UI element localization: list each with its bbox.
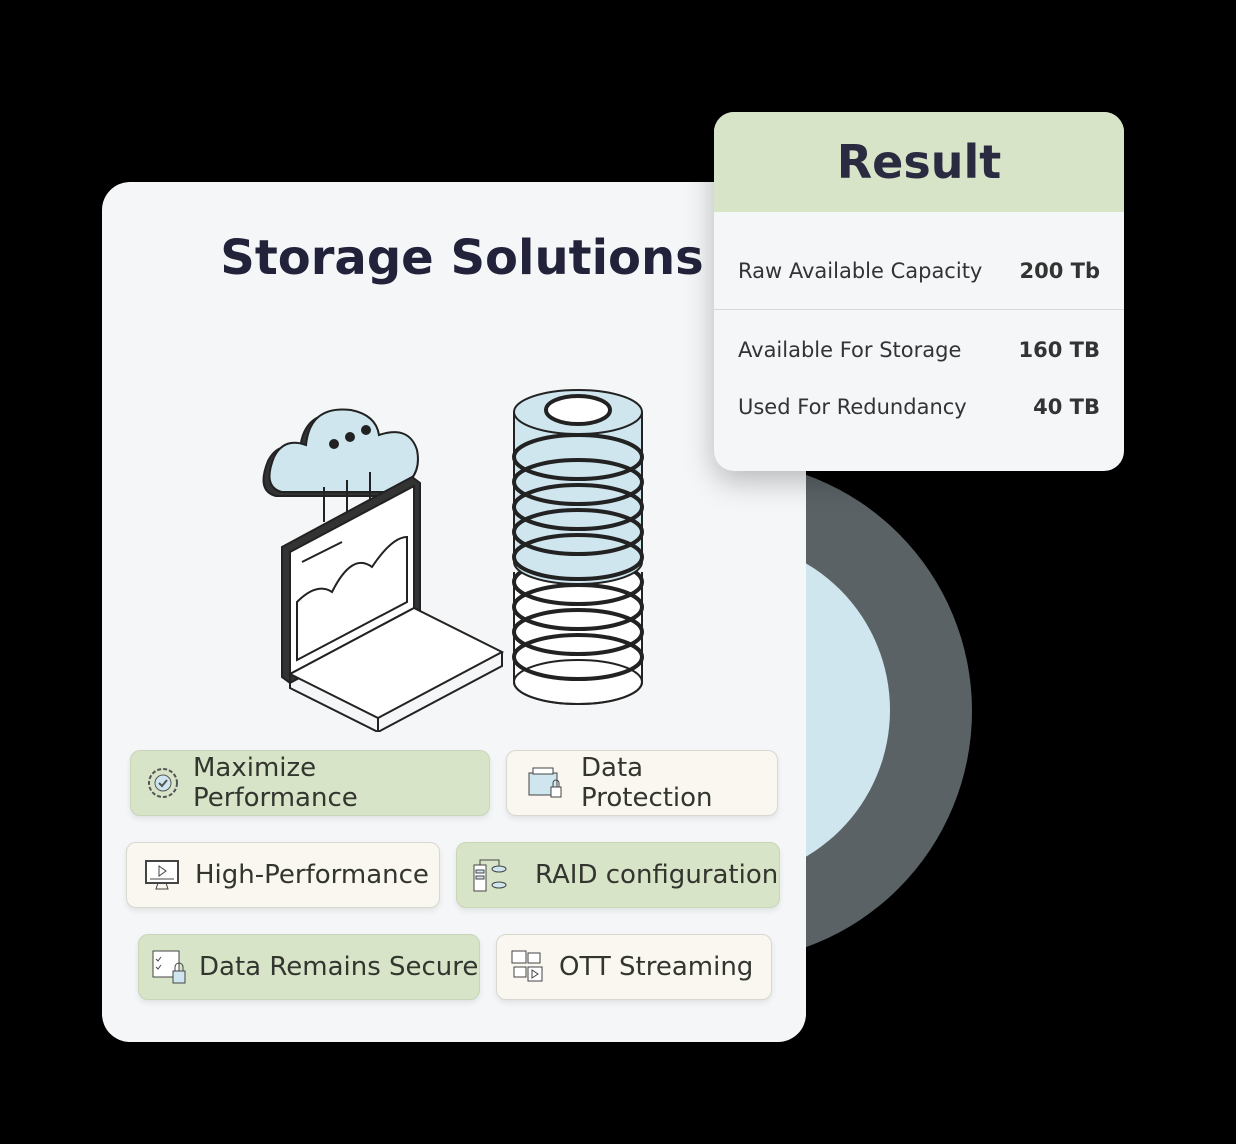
row-value: 160 TB (1018, 338, 1100, 362)
gear-check-icon (148, 768, 178, 798)
row-value: 40 TB (1033, 395, 1100, 419)
divider (714, 309, 1124, 310)
row-value: 200 Tb (1019, 259, 1100, 283)
result-panel: Result Raw Available Capacity 200 Tb Ava… (714, 112, 1124, 471)
row-label: Raw Available Capacity (738, 259, 983, 283)
result-row-redundancy: Used For Redundancy 40 TB (738, 395, 1100, 419)
feature-raid-configuration[interactable]: RAID configuration (456, 842, 780, 908)
result-title: Result (714, 112, 1124, 212)
feature-data-protection[interactable]: Data Protection (506, 750, 778, 816)
feature-label: Data Remains Secure (199, 952, 479, 982)
feature-maximize-performance[interactable]: Maximize Performance (130, 750, 490, 816)
storage-solutions-card: Storage Solutions (102, 182, 806, 1042)
result-row-available-storage: Available For Storage 160 TB (738, 338, 1100, 362)
media-chat-icon (511, 950, 543, 982)
feature-ott-streaming[interactable]: OTT Streaming (496, 934, 772, 1000)
feature-label: Maximize Performance (193, 753, 358, 813)
feature-high-performance[interactable]: High-Performance (126, 842, 440, 908)
checklist-lock-icon (152, 950, 186, 984)
feature-data-remains-secure[interactable]: Data Remains Secure (138, 934, 480, 1000)
folder-lock-icon (528, 767, 562, 798)
row-label: Used For Redundancy (738, 395, 967, 419)
card-title: Storage Solutions (220, 230, 704, 286)
feature-label: RAID configuration (535, 860, 779, 890)
row-label: Available For Storage (738, 338, 962, 362)
server-database-icon (473, 859, 507, 892)
cloud-laptop-database-illustration (262, 389, 644, 732)
feature-label: Data Protection (581, 753, 713, 813)
monitor-play-icon (145, 860, 179, 890)
feature-label: OTT Streaming (559, 952, 754, 982)
result-row-raw-capacity: Raw Available Capacity 200 Tb (738, 259, 1100, 283)
feature-label: High-Performance (195, 860, 429, 890)
